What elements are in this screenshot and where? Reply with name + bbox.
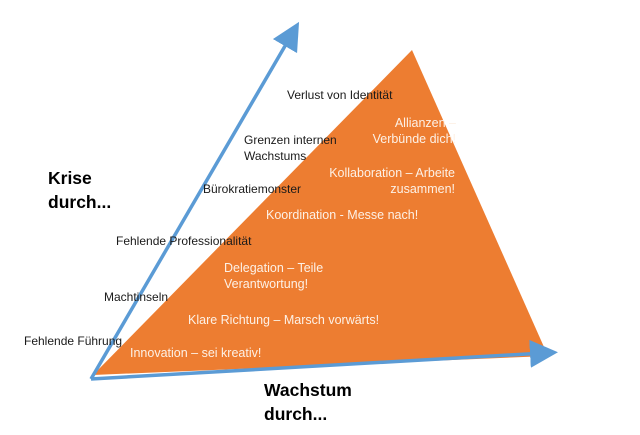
growth-axis-label: Wachstum durch... [264, 380, 352, 424]
stage-label-klare-richtung: Klare Richtung – Marsch vorwärts! [188, 313, 380, 327]
crisis-label-buerokratiemonster: Bürokratiemonster [203, 182, 302, 196]
crisis-label-grenzen-internen-wachstums: Grenzen internen Wachstums [244, 133, 337, 163]
growth-axis-arrow [90, 339, 558, 381]
growth-triangle [93, 50, 548, 375]
stage-label-innovation: Innovation – sei kreativ! [130, 346, 262, 360]
crisis-label-verlust-von-identitaet: Verlust von Identität [287, 88, 393, 102]
stage-label-allianzen: Allianzen – Verbünde dich! [372, 116, 456, 146]
crisis-label-fehlende-fuehrung: Fehlende Führung [24, 334, 123, 348]
stage-label-delegation: Delegation – Teile Verantwortung! [224, 261, 324, 291]
crisis-label-fehlende-professionalitaet: Fehlende Professionalität [116, 234, 252, 248]
stage-label-kollaboration: Kollaboration – Arbeite zusammen! [329, 166, 455, 196]
crisis-axis-label: Krise durch... [48, 168, 112, 212]
crisis-axis-arrow [89, 21, 300, 380]
crisis-label-machtinseln: Machtinseln [104, 290, 169, 304]
stage-label-koordination: Koordination - Messe nach! [266, 208, 419, 222]
